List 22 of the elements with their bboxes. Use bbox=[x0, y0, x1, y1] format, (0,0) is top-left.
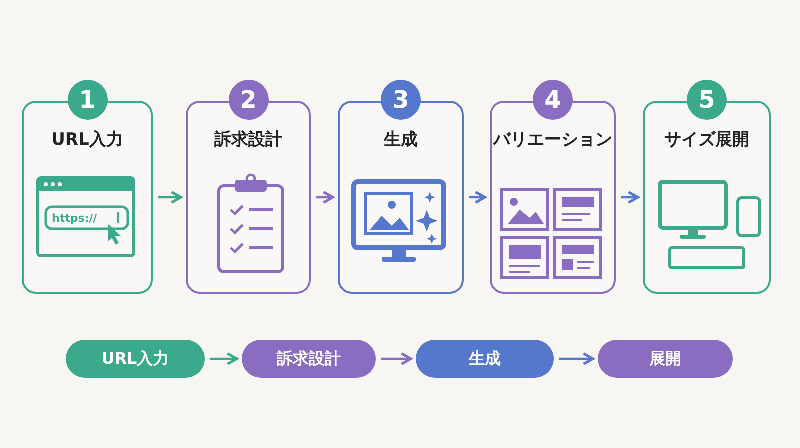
arrow bbox=[210, 352, 238, 366]
step-pill: URL入力 bbox=[66, 340, 205, 378]
arrow bbox=[621, 190, 640, 204]
step-title: バリエーション bbox=[492, 129, 614, 151]
step-pill: 訴求設計 bbox=[242, 340, 376, 378]
step-number: 1 bbox=[68, 80, 108, 120]
url-text: https:// bbox=[52, 212, 98, 225]
arrow bbox=[469, 190, 486, 204]
step-title: 生成 bbox=[382, 129, 419, 151]
step-number: 3 bbox=[381, 80, 421, 120]
arrow bbox=[381, 352, 412, 366]
arrow bbox=[316, 190, 334, 204]
step-number: 5 bbox=[687, 80, 727, 120]
step-pill: 展開 bbox=[598, 340, 733, 378]
step-pill: 生成 bbox=[416, 340, 554, 378]
step-title: 訴求設計 bbox=[213, 129, 284, 151]
step-number: 2 bbox=[228, 80, 268, 120]
step-title: URL入力 bbox=[50, 129, 124, 151]
step-title: サイズ展開 bbox=[664, 129, 750, 151]
arrow bbox=[158, 190, 182, 204]
arrow bbox=[559, 352, 594, 366]
step-number: 4 bbox=[533, 80, 573, 120]
